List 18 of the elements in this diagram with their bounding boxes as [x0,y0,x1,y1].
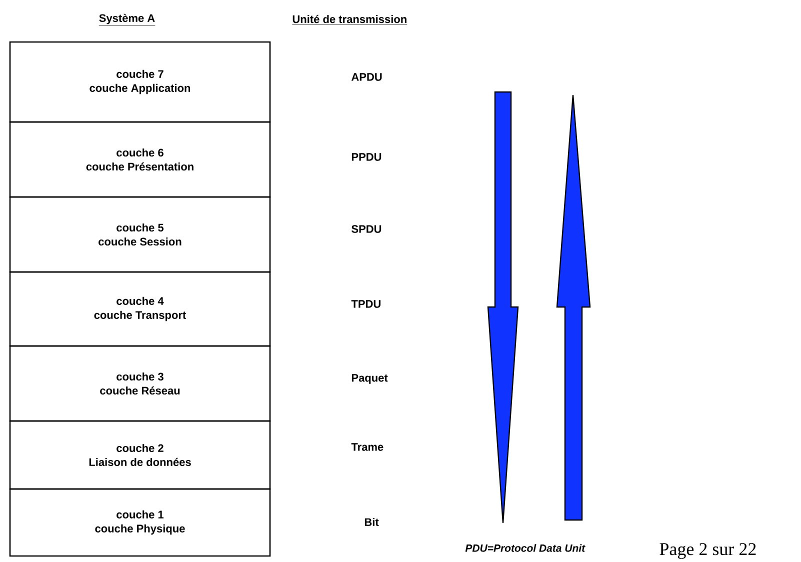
unit-label: SPDU [352,225,382,233]
layer-box: couche 7 couche Application [9,41,271,123]
unit-label: Paquet [352,374,388,384]
layer-box: couche 2 Liaison de données [9,420,271,490]
page-number: Page 2 sur 22 [660,543,756,559]
unit-label: TPDU [351,300,380,308]
layer-box: couche 4 couche Transport [9,271,271,347]
layer-box: couche 6 couche Présentation [9,121,271,198]
unit-label: Bit [364,518,379,526]
column-heading: Unité de transmission [292,14,408,25]
unit-label: Trame [351,443,384,451]
unit-label: PPDU [352,153,382,161]
note: PDU=Protocol Data Unit [465,544,586,552]
layer-box: couche 3 couche Réseau [9,345,271,422]
layer-box: couche 5 couche Session [9,196,271,273]
layer-box: couche 1 couche Physique [9,488,271,557]
unit-label: APDU [351,73,382,81]
column-heading: Système A [98,14,156,26]
